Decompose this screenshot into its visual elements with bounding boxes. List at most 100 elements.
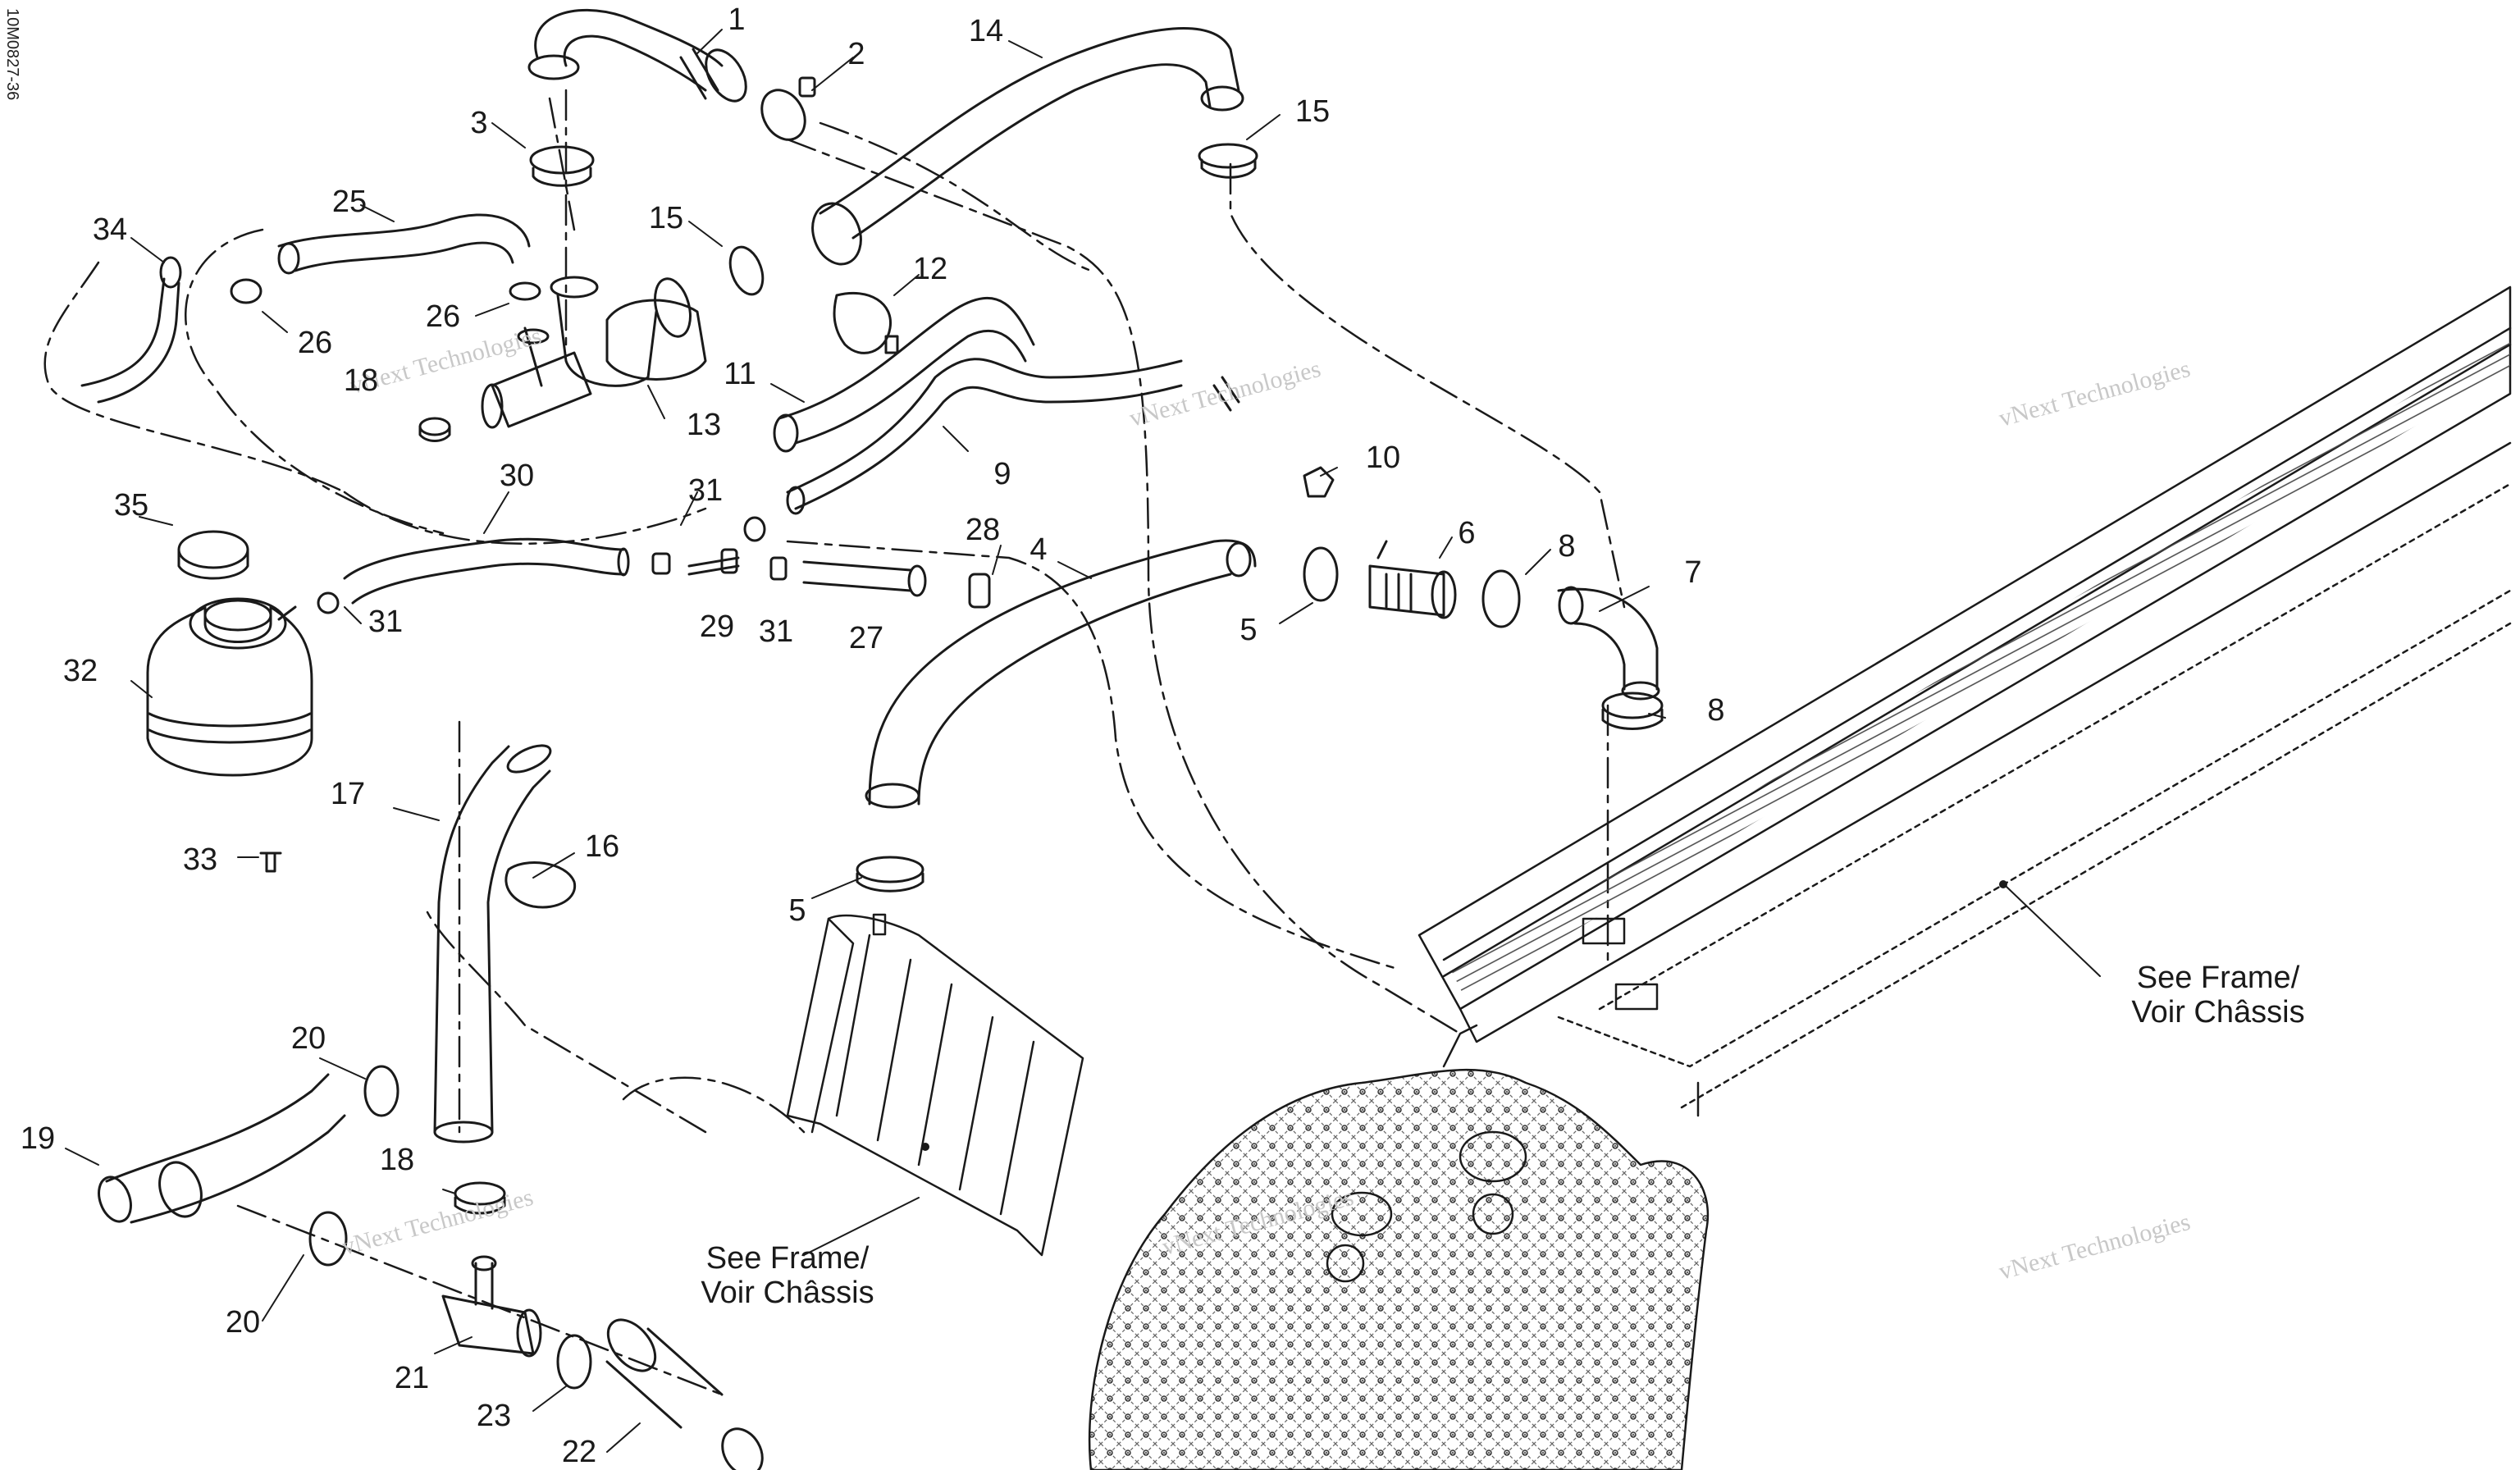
radiator-right bbox=[1418, 285, 2512, 1117]
frame-ref-note-line1: See Frame/ bbox=[2137, 961, 2300, 995]
clamp-8-lower bbox=[1601, 692, 1664, 730]
clamp-31-tank bbox=[317, 591, 340, 614]
callout-10: 10 bbox=[1366, 441, 1400, 475]
frame-ref-dot-1 bbox=[921, 1143, 929, 1151]
callout-20-lower: 20 bbox=[226, 1305, 260, 1340]
callout-22: 22 bbox=[562, 1435, 596, 1469]
watermark: vNext Technologies bbox=[339, 1184, 536, 1261]
clamp-26-upper bbox=[509, 281, 541, 301]
hose-9 bbox=[786, 358, 1183, 515]
hose-27 bbox=[802, 560, 927, 597]
callout-30: 30 bbox=[500, 459, 534, 493]
leader-lines bbox=[65, 29, 2101, 1453]
callout-20-upper: 20 bbox=[291, 1021, 326, 1056]
callout-27: 27 bbox=[849, 621, 883, 655]
fitting-10 bbox=[1212, 376, 1335, 498]
callout-35: 35 bbox=[114, 488, 148, 523]
watermark: vNext Technologies bbox=[1996, 1208, 2193, 1285]
routing-lines bbox=[43, 89, 1626, 1396]
callout-6: 6 bbox=[1458, 516, 1475, 550]
hose-7 bbox=[1557, 586, 1660, 701]
callout-18-lower: 18 bbox=[380, 1143, 414, 1177]
callout-19: 19 bbox=[21, 1121, 55, 1156]
callout-21: 21 bbox=[395, 1361, 429, 1395]
frame-ref-note-line1: See Frame/ bbox=[706, 1241, 870, 1276]
clamp-31-c bbox=[769, 556, 788, 581]
clamp-28 bbox=[968, 573, 991, 609]
callout-4: 4 bbox=[1029, 532, 1047, 567]
hose-11 bbox=[773, 296, 1035, 453]
callout-15-upper: 15 bbox=[1295, 94, 1330, 129]
callout-31-middle: 31 bbox=[759, 614, 793, 649]
callout-5-lower: 5 bbox=[788, 893, 806, 928]
radiator-center bbox=[786, 913, 1084, 1257]
callout-1: 1 bbox=[728, 2, 745, 37]
clamp-16 bbox=[504, 861, 577, 909]
callout-33: 33 bbox=[183, 842, 217, 877]
clamp-5-upper bbox=[1303, 546, 1339, 602]
screw-33 bbox=[259, 851, 282, 873]
t-fitting-21 bbox=[441, 1255, 542, 1358]
watermark: vNext Technologies bbox=[1996, 355, 2193, 432]
clamp-2 bbox=[760, 76, 816, 141]
connector-29 bbox=[687, 548, 740, 576]
engine-block bbox=[1088, 1024, 1710, 1470]
clamp-3 bbox=[529, 145, 595, 187]
callout-8-lower: 8 bbox=[1707, 693, 1724, 728]
radiator-fins bbox=[1452, 336, 2510, 997]
callout-14: 14 bbox=[969, 14, 1003, 48]
hose-4 bbox=[865, 539, 1257, 809]
hose-1 bbox=[527, 8, 747, 103]
callout-34: 34 bbox=[93, 212, 127, 247]
clamp-23 bbox=[556, 1334, 592, 1390]
callout-7: 7 bbox=[1684, 555, 1701, 590]
callout-26-lower: 26 bbox=[298, 326, 332, 360]
callout-31-upper: 31 bbox=[688, 473, 723, 508]
pressure-cap-35 bbox=[177, 530, 249, 580]
callout-26-upper: 26 bbox=[426, 299, 460, 334]
hose-25 bbox=[277, 213, 531, 275]
clamp-18-upper bbox=[418, 417, 451, 442]
clamp-22-end bbox=[721, 1427, 764, 1470]
callout-15-lower: 15 bbox=[649, 201, 683, 235]
hose-19 bbox=[98, 1073, 346, 1224]
frame-ref-note-line2: Voir Châssis bbox=[2131, 995, 2304, 1029]
frame-ref-note-line2: Voir Châssis bbox=[701, 1276, 874, 1310]
callout-5-upper: 5 bbox=[1239, 613, 1257, 647]
callout-13: 13 bbox=[687, 408, 721, 442]
hose-34 bbox=[80, 256, 182, 404]
fitting-6 bbox=[1368, 540, 1457, 619]
clamp-26-lower bbox=[230, 278, 262, 304]
frame-ref-dot-2 bbox=[1999, 880, 2007, 888]
clamp-15-upper bbox=[1198, 143, 1258, 179]
hose-17 bbox=[433, 744, 552, 1144]
callout-23: 23 bbox=[477, 1399, 511, 1433]
callout-28: 28 bbox=[966, 513, 1000, 547]
clamp-15-lower bbox=[728, 245, 765, 296]
clamp-31-b bbox=[651, 552, 671, 575]
callout-12: 12 bbox=[913, 252, 947, 286]
callout-8-upper: 8 bbox=[1558, 529, 1575, 564]
callout-25: 25 bbox=[332, 185, 367, 219]
thermostat-housing-13 bbox=[481, 276, 707, 429]
clamp-12 bbox=[833, 291, 899, 354]
callout-31-tank: 31 bbox=[368, 605, 403, 639]
callout-18-upper: 18 bbox=[344, 363, 378, 398]
callout-2: 2 bbox=[847, 37, 865, 71]
clamp-31-a bbox=[743, 516, 766, 542]
callout-29: 29 bbox=[700, 609, 734, 644]
expansion-tank-32 bbox=[146, 597, 313, 777]
hose-30 bbox=[343, 537, 630, 605]
callout-11: 11 bbox=[724, 357, 756, 391]
callout-9: 9 bbox=[993, 457, 1011, 491]
callout-3: 3 bbox=[470, 106, 487, 140]
callout-16: 16 bbox=[585, 829, 619, 864]
callout-17: 17 bbox=[331, 777, 365, 811]
clamp-8-upper bbox=[1481, 569, 1521, 628]
hose-14 bbox=[811, 27, 1244, 266]
callout-32: 32 bbox=[63, 654, 98, 688]
clamp-20-lower bbox=[308, 1211, 348, 1267]
hose-22 bbox=[605, 1318, 724, 1429]
clamp-5-lower bbox=[856, 856, 924, 892]
